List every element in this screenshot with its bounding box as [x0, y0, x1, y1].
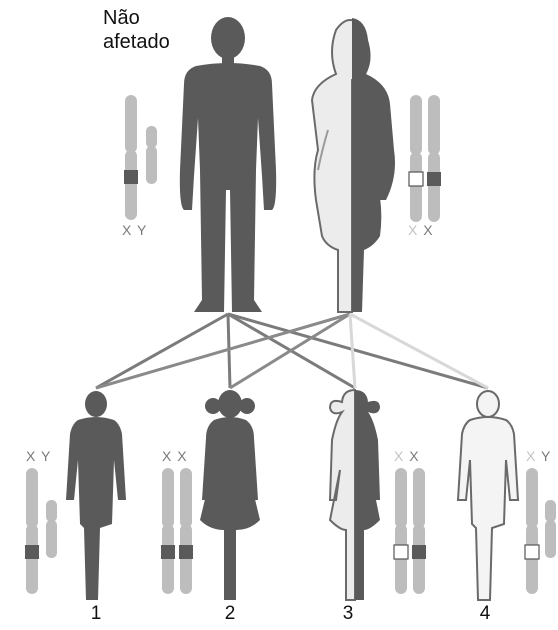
- mother-x2-label: X: [423, 222, 433, 238]
- child3-x1-label: X: [394, 448, 404, 464]
- father-y-chromosome: [146, 126, 157, 148]
- child2-x2-label: X: [177, 448, 187, 464]
- child3-figure: [330, 390, 380, 600]
- child2-number: 2: [215, 603, 245, 625]
- mother-chrom-labels: X X: [408, 222, 434, 238]
- child4-x-label: X: [526, 448, 536, 464]
- child3-x2-label: X: [409, 448, 419, 464]
- child4-chrom-labels: X Y: [526, 448, 551, 464]
- child4-chromosomes: [525, 468, 556, 594]
- mother-x1-normal-band: [409, 172, 423, 186]
- child1-mutant-band: [25, 545, 39, 559]
- title-line1: Não: [103, 6, 170, 30]
- child2-figure: [200, 390, 260, 600]
- father-chrom-labels: X Y: [122, 222, 147, 238]
- child2-chromosomes: [161, 468, 193, 594]
- child3-number: 3: [333, 603, 363, 625]
- line-mother-child1: [96, 314, 350, 388]
- mother-x1-label: X: [408, 222, 418, 238]
- child4-figure: [458, 391, 518, 600]
- father-x-mutant-band: [124, 170, 138, 184]
- father-x-chromosome: [125, 95, 137, 153]
- father-chromosomes: [124, 95, 157, 220]
- child3-chromosomes: [394, 468, 426, 594]
- line-father-child1: [96, 314, 228, 388]
- child1-chromosomes: [25, 468, 57, 594]
- child1-number: 1: [81, 603, 111, 625]
- child2-x1-label: X: [162, 448, 172, 464]
- child4-y-label: Y: [541, 448, 551, 464]
- unaffected-title: Não afetado: [103, 6, 170, 54]
- child4-number: 4: [470, 603, 500, 625]
- child2-chrom-labels: X X: [162, 448, 188, 464]
- mother-figure: [312, 18, 395, 312]
- father-x-label: X: [122, 222, 132, 238]
- title-line2: afetado: [103, 30, 170, 54]
- father-y-label: Y: [137, 222, 147, 238]
- child1-x-label: X: [26, 448, 36, 464]
- father-figure: [180, 17, 276, 312]
- child1-figure: [66, 391, 126, 600]
- mother-x2-mutant-band: [427, 172, 441, 186]
- line-mother-child4: [350, 314, 488, 388]
- child3-chrom-labels: X X: [394, 448, 420, 464]
- line-father-child4: [228, 314, 488, 388]
- mother-x2-chromosome: [428, 95, 440, 155]
- mother-chromosomes: [409, 95, 441, 222]
- child1-y-label: Y: [41, 448, 51, 464]
- inheritance-lines: [96, 314, 488, 388]
- child1-chrom-labels: X Y: [26, 448, 51, 464]
- mother-x1-chromosome: [410, 95, 422, 155]
